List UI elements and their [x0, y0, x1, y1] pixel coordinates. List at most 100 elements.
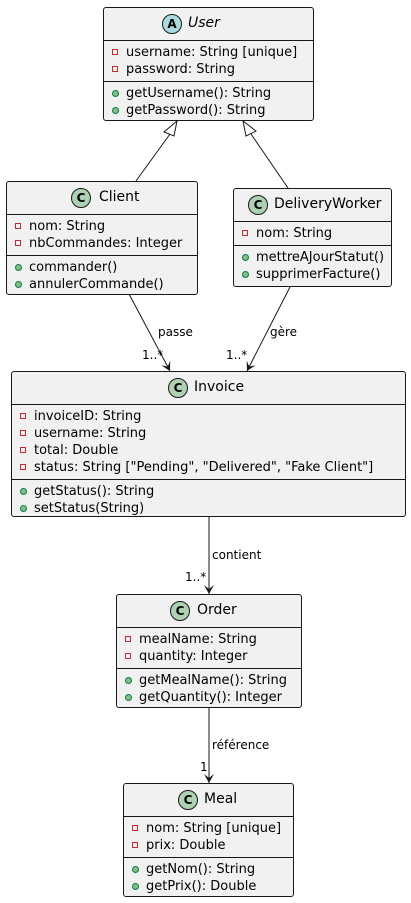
public-marker-icon [19, 483, 29, 500]
method-row: getNom(): String [124, 861, 293, 878]
class-header: C Client [7, 182, 197, 215]
attributes-section: invoiceID: String username: String total… [12, 405, 405, 480]
private-marker-icon [124, 631, 134, 648]
relation-label-passe: passe [158, 325, 193, 339]
class-name: DeliveryWorker [274, 196, 382, 212]
methods-section: mettreAJourStatut() supprimerFacture() [234, 246, 391, 286]
class-invoice: C Invoice invoiceID: String username: St… [11, 371, 406, 517]
relation-label-gere: gère [270, 325, 298, 339]
public-marker-icon [14, 259, 24, 276]
attribute-row: nom: String [7, 218, 197, 235]
public-marker-icon [19, 500, 29, 517]
methods-section: getNom(): String getPrix(): Double [124, 858, 293, 898]
private-marker-icon [19, 459, 29, 476]
class-header: C Invoice [12, 372, 405, 405]
private-marker-icon [131, 837, 141, 854]
method-row: getPrix(): Double [124, 878, 293, 895]
private-marker-icon [14, 218, 24, 235]
private-marker-icon [111, 44, 121, 61]
methods-section: getUsername(): String getPassword(): Str… [104, 82, 313, 122]
class-icon: C [178, 790, 198, 810]
multiplicity-invoice-order: 1..* [185, 570, 207, 584]
public-marker-icon [131, 861, 141, 878]
method-row: getMealName(): String [117, 672, 301, 689]
attributes-section: username: String [unique] password: Stri… [104, 41, 313, 82]
private-marker-icon [241, 225, 251, 242]
public-marker-icon [14, 276, 24, 293]
class-icon: C [170, 601, 190, 621]
method-row: commander() [7, 259, 197, 276]
private-marker-icon [124, 648, 134, 665]
public-marker-icon [124, 689, 134, 706]
multiplicity-order-meal: 1 [200, 760, 208, 774]
attribute-row: nbCommandes: Integer [7, 235, 197, 252]
attribute-row: username: String [unique] [104, 44, 313, 61]
class-name: Order [197, 602, 237, 618]
attribute-row: nom: String [unique] [124, 820, 293, 837]
attribute-row: prix: Double [124, 837, 293, 854]
class-name: User [188, 15, 220, 31]
methods-section: getMealName(): String getQuantity(): Int… [117, 669, 301, 709]
association-worker-invoice [246, 286, 291, 372]
attribute-row: quantity: Integer [117, 648, 301, 665]
class-delivery-worker: C DeliveryWorker nom: String mettreAJour… [233, 188, 392, 287]
association-client-invoice [128, 293, 171, 372]
class-header: C Order [117, 595, 301, 628]
method-row: getPassword(): String [104, 102, 313, 119]
multiplicity-worker-invoice: 1..* [226, 348, 248, 362]
public-marker-icon [111, 102, 121, 119]
class-order: C Order mealName: String quantity: Integ… [116, 594, 302, 708]
public-marker-icon [241, 249, 251, 266]
class-user: A User username: String [unique] passwor… [103, 7, 314, 121]
method-row: getUsername(): String [104, 85, 313, 102]
private-marker-icon [14, 235, 24, 252]
class-icon: C [71, 188, 91, 208]
attribute-row: total: Double [12, 442, 405, 459]
public-marker-icon [124, 672, 134, 689]
class-icon: C [248, 195, 268, 215]
inheritance-line-client-user [135, 133, 171, 182]
class-name: Invoice [194, 379, 245, 395]
attribute-row: mealName: String [117, 631, 301, 648]
private-marker-icon [111, 61, 121, 78]
method-row: setStatus(String) [12, 500, 405, 517]
class-header: C Meal [124, 784, 293, 817]
method-row: supprimerFacture() [234, 266, 391, 283]
attribute-row: password: String [104, 61, 313, 78]
attribute-row: nom: String [234, 225, 391, 242]
inheritance-line-worker-user [250, 133, 289, 189]
class-name: Client [99, 189, 140, 205]
public-marker-icon [241, 266, 251, 283]
class-header: A User [104, 8, 313, 41]
methods-section: getStatus(): String setStatus(String) [12, 480, 405, 520]
attributes-section: nom: String [234, 222, 391, 246]
class-name: Meal [204, 791, 238, 807]
class-header: C DeliveryWorker [234, 189, 391, 222]
abstract-class-icon: A [162, 14, 182, 34]
attribute-row: status: String ["Pending", "Delivered", … [12, 459, 405, 476]
private-marker-icon [19, 408, 29, 425]
attributes-section: mealName: String quantity: Integer [117, 628, 301, 669]
attribute-row: invoiceID: String [12, 408, 405, 425]
class-icon: C [168, 378, 188, 398]
class-meal: C Meal nom: String [unique] prix: Double… [123, 783, 294, 897]
multiplicity-client-invoice: 1..* [142, 348, 164, 362]
inheritance-arrowhead-client [163, 119, 178, 137]
public-marker-icon [131, 878, 141, 895]
attributes-section: nom: String [unique] prix: Double [124, 817, 293, 858]
class-client: C Client nom: String nbCommandes: Intege… [6, 181, 198, 295]
private-marker-icon [19, 442, 29, 459]
attribute-row: username: String [12, 425, 405, 442]
method-row: getQuantity(): Integer [117, 689, 301, 706]
public-marker-icon [111, 85, 121, 102]
relation-label-reference: référence [212, 738, 270, 752]
private-marker-icon [131, 820, 141, 837]
method-row: getStatus(): String [12, 483, 405, 500]
method-row: mettreAJourStatut() [234, 249, 391, 266]
private-marker-icon [19, 425, 29, 442]
methods-section: commander() annulerCommande() [7, 256, 197, 296]
inheritance-arrowhead-worker [242, 119, 257, 137]
attributes-section: nom: String nbCommandes: Integer [7, 215, 197, 256]
method-row: annulerCommande() [7, 276, 197, 293]
